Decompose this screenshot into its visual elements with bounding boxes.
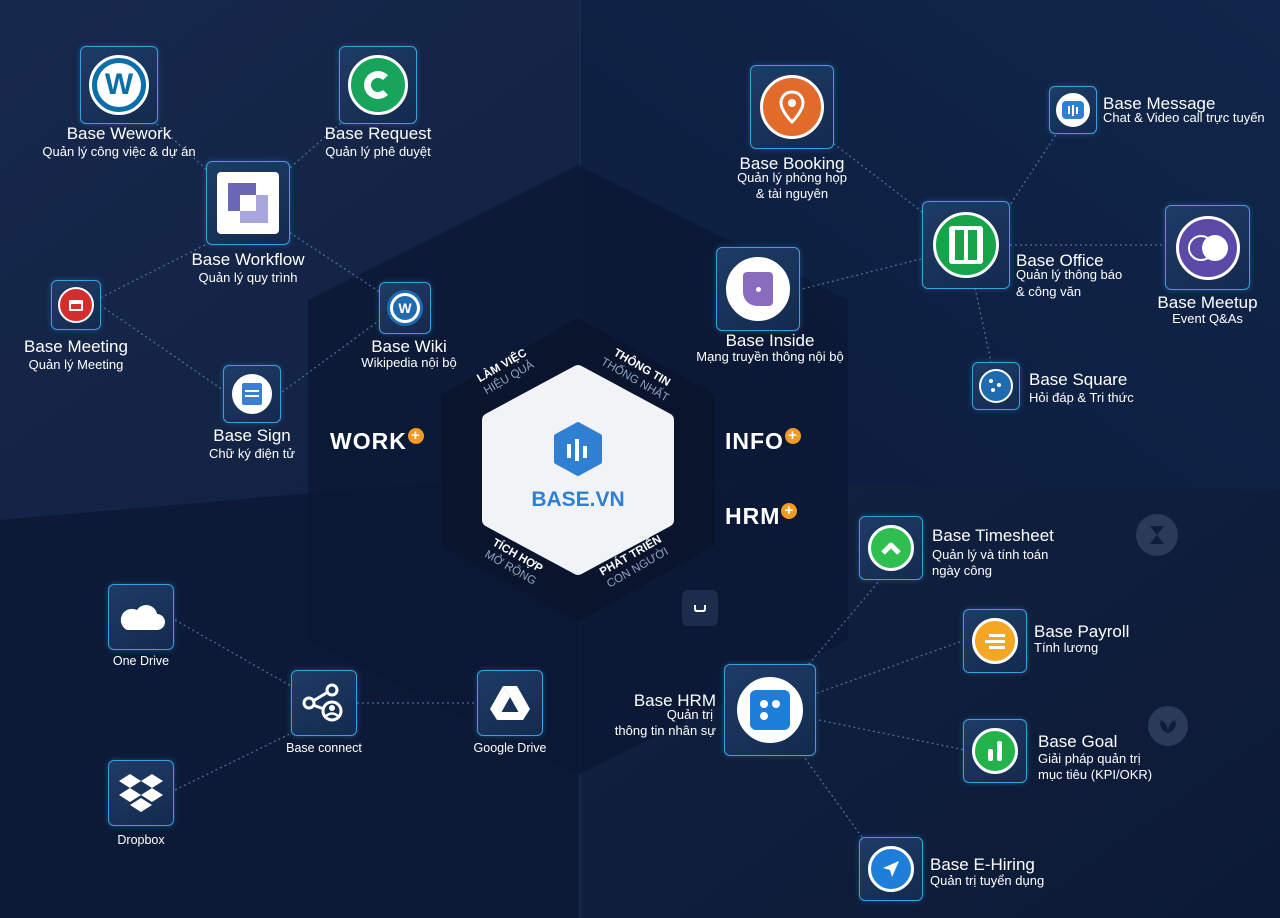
plus-icon: +: [784, 428, 801, 444]
sign-icon: [232, 374, 272, 414]
category-info-label: INFO: [725, 428, 784, 454]
base-hrm-name: Base HRM: [633, 691, 716, 710]
booking-icon: [760, 75, 824, 139]
dropbox-label: Dropbox: [117, 833, 165, 847]
message-icon: [1056, 93, 1090, 127]
category-work: WORK+: [330, 428, 424, 455]
base-square-tile[interactable]: [972, 362, 1020, 410]
base-meetup-tile[interactable]: [1165, 205, 1250, 290]
google-drive-icon: [490, 686, 530, 720]
base-timesheet-desc-line2: ngày công: [932, 563, 992, 578]
base-workflow-tile[interactable]: [206, 161, 290, 245]
brand-name: BASE.VN: [531, 488, 625, 511]
base-goal-name: Base Goal: [1038, 732, 1118, 751]
square-icon: [979, 369, 1013, 403]
category-work-label: WORK: [330, 428, 407, 454]
base-meetup-name: Base Meetup: [1157, 293, 1258, 312]
base-hrm-desc-line2: thông tin nhân sự: [614, 723, 716, 738]
plus-icon: +: [407, 428, 424, 444]
category-hrm: HRM+: [725, 503, 798, 530]
base-booking-desc-line1: Quản lý phòng họp: [737, 170, 847, 185]
base-request-tile[interactable]: [339, 46, 417, 124]
base-workflow-desc: Quản lý quy trình: [198, 270, 298, 285]
base-ehiring-name: Base E-Hiring: [930, 855, 1035, 874]
base-meeting-desc: Quản lý Meeting: [28, 357, 124, 372]
base-wework-tile[interactable]: W: [80, 46, 158, 124]
base-payroll-name: Base Payroll: [1034, 622, 1130, 641]
base-timesheet-name: Base Timesheet: [932, 526, 1054, 545]
base-message-name: Base Message: [1103, 94, 1216, 113]
onedrive-label: One Drive: [112, 654, 170, 668]
base-square-desc: Hỏi đáp & Tri thức: [1029, 390, 1134, 405]
office-icon: [933, 212, 999, 278]
base-timesheet-tile[interactable]: [859, 516, 923, 580]
base-workflow-name: Base Workflow: [191, 250, 305, 269]
base-hrm-tile[interactable]: [724, 664, 816, 756]
base-inside-name: Base Inside: [725, 331, 815, 350]
base-payroll-tile[interactable]: [963, 609, 1027, 673]
google-drive-label: Google Drive: [473, 741, 547, 755]
dropbox-tile[interactable]: [108, 760, 174, 826]
payroll-icon: [972, 618, 1018, 664]
base-request-desc: Quản lý phê duyệt: [325, 144, 431, 159]
base-inside-desc: Mạng truyền thông nội bộ: [696, 349, 844, 364]
category-info: INFO+: [725, 428, 801, 455]
base-connect-tile[interactable]: [291, 670, 357, 736]
ehiring-icon: [868, 846, 914, 892]
base-hrm-desc-line1: Quản trị: [666, 707, 713, 722]
base-meetup-desc: Event Q&As: [1172, 311, 1243, 326]
goal-icon: [972, 728, 1018, 774]
plus-icon: +: [781, 503, 798, 519]
base-payroll-desc: Tính lương: [1034, 640, 1099, 655]
base-wiki-name: Base Wiki: [371, 337, 447, 356]
timesheet-icon: [868, 525, 914, 571]
base-request-name: Base Request: [324, 124, 432, 143]
base-wework-desc: Quản lý công việc & dự án: [42, 144, 196, 159]
base-booking-desc-line2: & tài nguyên: [755, 186, 829, 201]
meeting-icon: [58, 287, 94, 323]
hourglass-icon: [1136, 514, 1178, 556]
base-meeting-name: Base Meeting: [24, 337, 128, 356]
request-icon: [348, 55, 408, 115]
base-office-desc-line2: & công văn: [1016, 284, 1082, 299]
inside-icon: [726, 257, 790, 321]
share-icon: [302, 683, 343, 722]
base-ehiring-desc: Quản trị tuyển dụng: [930, 873, 1045, 888]
base-goal-desc-line2: mục tiêu (KPI/OKR): [1038, 767, 1153, 782]
base-goal-desc-line1: Giải pháp quản trị: [1038, 751, 1141, 766]
base-sign-name: Base Sign: [213, 426, 291, 445]
base-office-tile[interactable]: [922, 201, 1010, 289]
base-office-desc-line1: Quản lý thông báo: [1016, 267, 1123, 282]
bracket-icon: [682, 590, 718, 626]
hrm-icon: [737, 677, 803, 743]
base-booking-tile[interactable]: [750, 65, 834, 149]
category-hrm-label: HRM: [725, 503, 781, 529]
base-square-name: Base Square: [1029, 370, 1128, 389]
base-sign-desc: Chữ ký điện tử: [208, 446, 296, 461]
base-message-desc: Chat & Video call trực tuyến: [1103, 110, 1265, 125]
workflow-icon: [217, 172, 279, 234]
base-office-name: Base Office: [1016, 251, 1104, 270]
base-sign-tile[interactable]: [223, 365, 281, 423]
base-wiki-tile[interactable]: W: [379, 282, 431, 334]
google-drive-tile[interactable]: [477, 670, 543, 736]
wiki-icon: W: [387, 290, 423, 326]
base-wiki-desc: Wikipedia nội bộ: [361, 355, 457, 370]
base-message-tile[interactable]: [1049, 86, 1097, 134]
base-wework-name: Base Wework: [66, 124, 172, 143]
base-timesheet-desc-line1: Quản lý và tính toán: [932, 547, 1049, 562]
base-connect-label: Base connect: [286, 741, 362, 755]
base-inside-tile[interactable]: [716, 247, 800, 331]
onedrive-tile[interactable]: [108, 584, 174, 650]
meetup-icon: [1175, 215, 1240, 280]
base-meeting-tile[interactable]: [51, 280, 101, 330]
base-goal-tile[interactable]: [963, 719, 1027, 783]
base-ehiring-tile[interactable]: [859, 837, 923, 901]
dropbox-icon: [119, 774, 163, 812]
base-booking-name: Base Booking: [739, 154, 845, 173]
leaf-icon: [1148, 706, 1188, 746]
cloud-icon: [120, 605, 165, 630]
wework-icon: W: [89, 55, 149, 115]
